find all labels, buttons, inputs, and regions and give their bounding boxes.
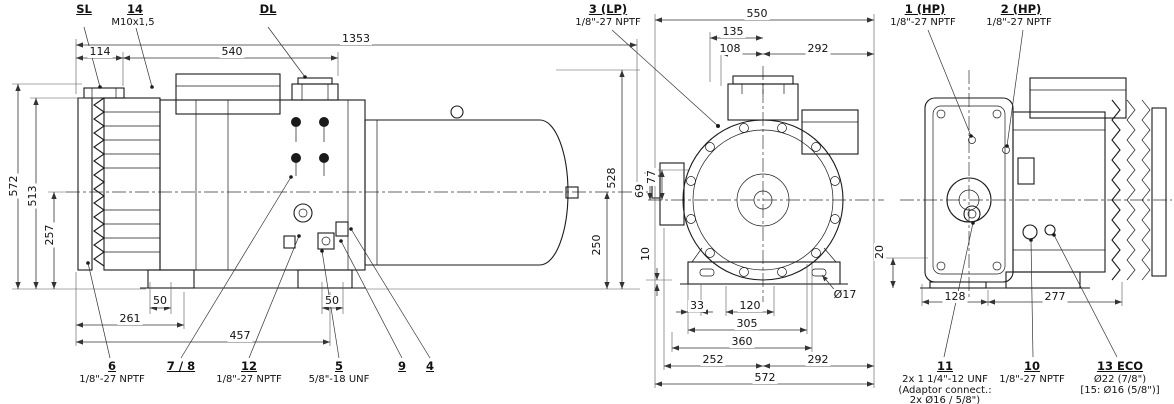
part-14-thread-spec: M10x1,5 bbox=[109, 17, 157, 28]
part-10-label: 10 bbox=[1021, 359, 1043, 373]
front-view-drawing bbox=[648, 66, 884, 302]
dim-572: 572 bbox=[6, 173, 21, 199]
dim-total-length: 1353 bbox=[340, 32, 372, 46]
part-3-lp-spec: 1/8"-27 NPTF bbox=[573, 17, 643, 28]
dim-360: 360 bbox=[729, 335, 755, 349]
dim-120: 120 bbox=[737, 299, 763, 313]
part-10-spec: 1/8"-27 NPTF bbox=[997, 374, 1067, 385]
dim-128: 128 bbox=[942, 290, 968, 304]
dim-528: 528 bbox=[604, 165, 619, 191]
part-11-spec-2: (Adaptor connect.: bbox=[896, 385, 994, 396]
dim-20: 20 bbox=[872, 243, 887, 261]
dim-33: 33 bbox=[688, 299, 706, 313]
sl-port-label: SL bbox=[74, 2, 94, 16]
part-2-hp-label: 2 (HP) bbox=[998, 2, 1044, 16]
dim-292-top: 292 bbox=[805, 42, 831, 56]
dl-port-label: DL bbox=[257, 2, 279, 16]
dim-277: 277 bbox=[1042, 290, 1068, 304]
dim-diameter-17: Ø17 bbox=[831, 288, 859, 302]
dim-513: 513 bbox=[25, 183, 40, 209]
dim-50-left: 50 bbox=[151, 294, 169, 308]
part-6-label: 6 bbox=[105, 359, 119, 373]
part-11-spec-3: 2x Ø16 / 5/8") bbox=[907, 395, 983, 404]
part-5-spec: 5/8"-18 UNF bbox=[306, 374, 372, 385]
part-13-eco-spec-1: Ø22 (7/8") bbox=[1091, 374, 1149, 385]
front-view-dimensions bbox=[611, 14, 875, 388]
part-12-label: 12 bbox=[238, 359, 260, 373]
side-view-dimensions bbox=[12, 26, 640, 359]
dim-305: 305 bbox=[734, 317, 760, 331]
part-5-label: 5 bbox=[332, 359, 346, 373]
part-11-label: 11 bbox=[934, 359, 956, 373]
dim-257: 257 bbox=[42, 222, 57, 248]
part-3-lp-label: 3 (LP) bbox=[586, 2, 630, 16]
part-6-spec: 1/8"-27 NPTF bbox=[77, 374, 147, 385]
part-14-label: 14 bbox=[124, 2, 146, 16]
end-view-drawing bbox=[900, 70, 1172, 300]
part-9-label: 9 bbox=[395, 359, 409, 373]
dim-69: 69 bbox=[632, 182, 647, 200]
dim-108: 108 bbox=[717, 42, 743, 56]
dim-135: 135 bbox=[720, 25, 746, 39]
dim-250: 250 bbox=[589, 232, 604, 258]
part-1-hp-spec: 1/8"-27 NPTF bbox=[888, 17, 958, 28]
part-1-hp-label: 1 (HP) bbox=[902, 2, 948, 16]
side-view-drawing bbox=[66, 73, 648, 289]
part-13-eco-spec-2: [15: Ø16 (5/8")] bbox=[1078, 385, 1162, 396]
dim-540: 540 bbox=[219, 45, 245, 59]
dim-550: 550 bbox=[744, 7, 770, 21]
dim-77: 77 bbox=[644, 168, 659, 186]
dim-10: 10 bbox=[638, 245, 653, 263]
dim-261: 261 bbox=[117, 312, 143, 326]
dim-572-front: 572 bbox=[752, 371, 778, 385]
part-2-hp-spec: 1/8"-27 NPTF bbox=[984, 17, 1054, 28]
dim-292-bottom: 292 bbox=[805, 353, 831, 367]
dim-457: 457 bbox=[227, 329, 253, 343]
part-13-eco-label: 13 ECO bbox=[1094, 359, 1146, 373]
dim-114: 114 bbox=[87, 45, 113, 59]
part-4-label: 4 bbox=[423, 359, 437, 373]
dim-50-right: 50 bbox=[323, 294, 341, 308]
dim-252: 252 bbox=[700, 353, 726, 367]
end-view-dimensions bbox=[884, 29, 1123, 358]
part-11-spec-1: 2x 1 1/4"-12 UNF bbox=[900, 374, 990, 385]
part-12-spec: 1/8"-27 NPTF bbox=[214, 374, 284, 385]
part-7-8-label: 7 / 8 bbox=[164, 359, 198, 373]
